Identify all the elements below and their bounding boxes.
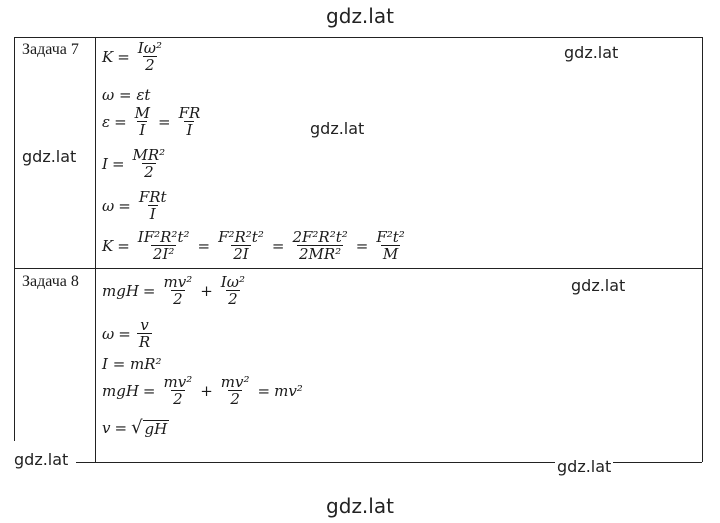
table-right-border [702,37,703,462]
watermark-bottom: gdz.lat [326,494,394,518]
fraction-denominator: 2I² [150,245,177,263]
table-top-border [14,37,702,38]
watermark-table-1: gdz.lat [562,43,621,62]
task8-eq3: I = mR² [102,355,162,373]
fraction-denominator: 2 [171,290,185,308]
eq-lhs: K [102,48,114,66]
task7-eq2: ω = εt [102,86,150,104]
table-row-divider [14,268,702,269]
fraction-numerator: Iω² [220,273,245,291]
eq-lhs: mgH [102,282,139,300]
eq-lhs: ε [102,113,111,131]
watermark-table-3: gdz.lat [20,147,79,166]
fraction-numerator: FRt [138,188,167,206]
fraction-numerator: mv² [163,373,193,391]
table-bottom-border [76,462,702,463]
fraction-numerator: F²R²t² [218,228,264,246]
task8-eq5: v= √gH [102,417,170,438]
eq-text: I = mR² [102,355,162,373]
fraction-numerator: 2F²R²t² [292,228,348,246]
fraction-denominator: 2 [171,390,185,408]
eq-lhs: mgH [102,382,139,400]
fraction-denominator: 2 [142,163,156,181]
fraction-denominator: I [137,121,148,139]
fraction-numerator: M [134,104,150,122]
eq-text: ω = εt [102,86,151,104]
fraction-denominator: 2I [231,245,251,263]
fraction-denominator: I [184,121,195,139]
fraction-numerator: mv² [163,273,193,291]
radicand: gH [142,420,170,438]
task8-label: Задача 8 [22,273,79,290]
eq-lhs: ω [102,197,115,215]
table-left-border [14,37,15,441]
fraction-numerator: v [140,316,149,334]
watermark-table-6: gdz.lat [555,457,614,476]
radical-sign: √ [131,417,143,438]
watermark-table-4: gdz.lat [569,276,628,295]
eq-lhs: v [102,419,111,437]
eq-lhs: K [102,237,114,255]
fraction-denominator: 2 [228,390,242,408]
watermark-table-5: gdz.lat [12,450,71,469]
fraction-denominator: 2MR² [296,245,344,263]
fraction-numerator: MR² [132,146,166,164]
fraction-numerator: IF²R²t² [137,228,190,246]
eq-rhs: mv² [274,382,303,400]
fraction-denominator: R [136,333,153,351]
watermark-top: gdz.lat [326,4,394,28]
fraction-denominator: 2 [226,290,240,308]
fraction-denominator: M [380,245,401,263]
fraction-numerator: FR [178,104,201,122]
eq-lhs: I [102,155,108,173]
eq-lhs: ω [102,325,115,343]
watermark-table-2: gdz.lat [308,119,367,138]
fraction-numerator: F²t² [376,228,405,246]
fraction-numerator: Iω² [137,39,162,57]
fraction-denominator: I [147,205,158,223]
square-root: √gH [131,417,170,438]
table-column-divider [95,37,96,462]
fraction-denominator: 2 [143,56,157,74]
fraction-numerator: mv² [220,373,250,391]
task7-label: Задача 7 [22,41,79,58]
